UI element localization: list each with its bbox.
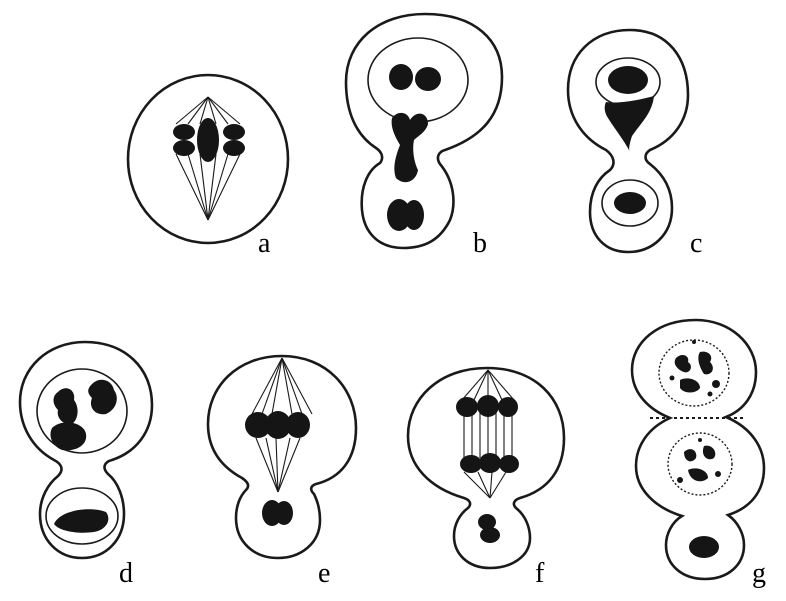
panel-f-chromatin-bottom bbox=[478, 514, 500, 543]
panel-g-nucleus-top bbox=[658, 339, 730, 407]
panel-c-chromatin-tail bbox=[604, 96, 654, 152]
panel-c: c bbox=[566, 28, 702, 259]
panel-c-label: c bbox=[690, 228, 702, 259]
panel-d-label: d bbox=[119, 558, 133, 589]
panel-e: e bbox=[206, 354, 358, 589]
panel-c-nucleus-bottom bbox=[601, 179, 659, 227]
panel-e-label: e bbox=[318, 558, 330, 589]
panel-b: b bbox=[344, 12, 504, 259]
panel-c-chromatin-bottom bbox=[614, 192, 646, 214]
panel-g-nucleus-middle bbox=[667, 432, 733, 496]
panel-g-chromatin-bottom bbox=[689, 536, 719, 558]
panel-g-chromatin-top bbox=[669, 340, 720, 397]
panel-g-cell-outline bbox=[630, 318, 766, 581]
panel-f-label: f bbox=[535, 558, 545, 589]
panel-a-spindle-fibers bbox=[175, 96, 241, 221]
panel-d: d bbox=[18, 340, 154, 589]
panel-e-chromosomes bbox=[245, 411, 310, 439]
panel-f-chromosomes-top bbox=[456, 395, 518, 417]
panel-b-chromatin-bridge bbox=[391, 112, 428, 183]
panel-b-chromatin-top bbox=[389, 64, 441, 91]
panel-g-chromatin-middle bbox=[677, 438, 721, 483]
panel-d-nucleus bbox=[36, 368, 128, 454]
panel-a-chromosomes bbox=[173, 118, 245, 162]
panel-b-chromatin-bottom bbox=[387, 199, 424, 231]
panel-d-chromatin-bottom bbox=[54, 509, 109, 533]
panel-a: a bbox=[126, 73, 290, 259]
panel-d-cell-outline bbox=[18, 340, 154, 560]
panel-c-chromatin-top bbox=[608, 66, 648, 94]
panel-f: f bbox=[406, 366, 566, 589]
panel-d-chromatin-top bbox=[50, 379, 117, 451]
panel-g: g bbox=[630, 318, 766, 589]
panel-g-label: g bbox=[752, 558, 766, 589]
panel-a-label: a bbox=[258, 228, 271, 259]
panel-e-spindle-fibers bbox=[251, 357, 313, 493]
panel-e-chromatin-bottom bbox=[262, 500, 293, 526]
panel-b-label: b bbox=[473, 228, 487, 259]
panel-d-nucleus-bottom bbox=[45, 487, 119, 545]
panel-f-chromosomes-bottom bbox=[460, 453, 519, 473]
panel-e-cell-outline bbox=[206, 354, 358, 560]
